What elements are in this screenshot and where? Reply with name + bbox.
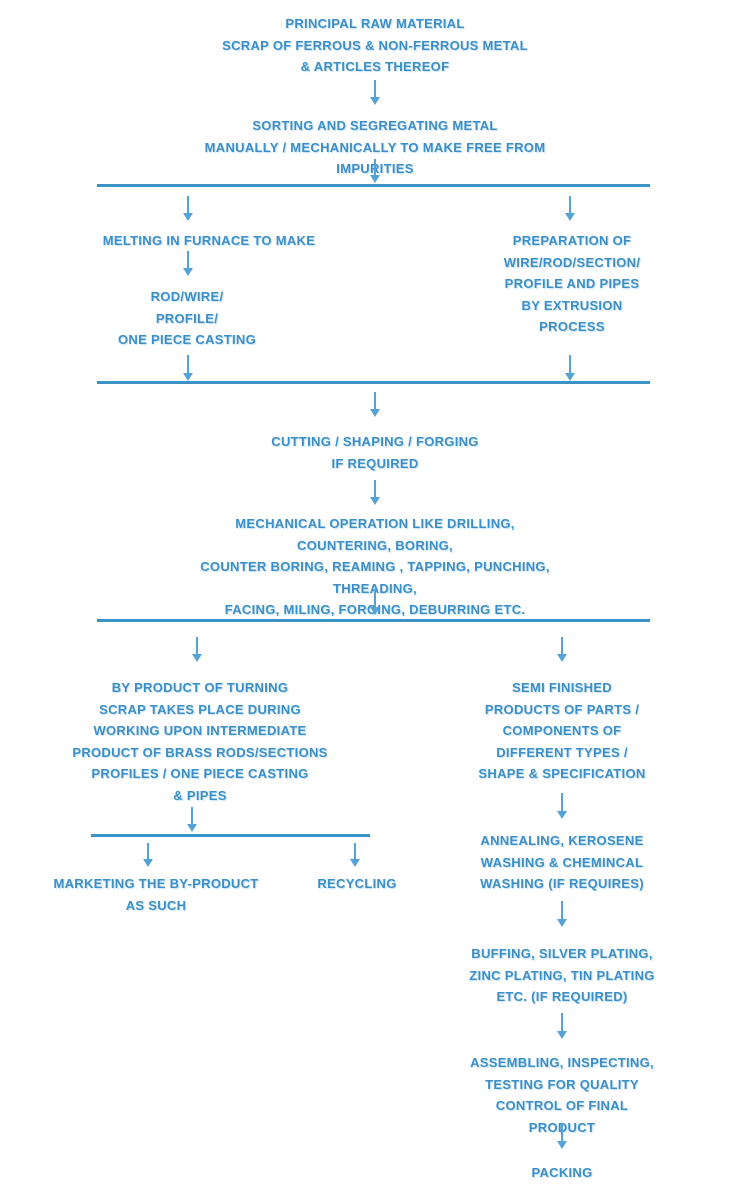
arrow-down-icon: [556, 1013, 568, 1039]
arrow-down-icon: [369, 159, 381, 183]
branch-connector-line: [97, 184, 650, 187]
arrow-down-icon: [186, 807, 198, 832]
arrow-down-icon: [556, 793, 568, 819]
arrow-down-icon: [191, 637, 203, 662]
arrow-down-icon: [182, 355, 194, 381]
arrow-down-icon: [369, 480, 381, 505]
arrow-down-icon: [369, 80, 381, 105]
node-byproduct-turning-scrap: BY PRODUCT OF TURNING SCRAP TAKES PLACE …: [72, 680, 328, 803]
arrow-down-icon: [182, 251, 194, 276]
arrow-down-icon: [369, 589, 381, 615]
node-sorting-segregating: SORTING AND SEGREGATING METAL MANUALLY /…: [204, 118, 546, 176]
node-recycling: RECYCLING: [317, 876, 397, 891]
branch-connector-line: [91, 834, 370, 837]
node-melting-furnace: MELTING IN FURNACE TO MAKE: [102, 233, 316, 248]
arrow-down-icon: [564, 355, 576, 381]
node-preparation-extrusion: PREPARATION OF WIRE/ROD/SECTION/ PROFILE…: [503, 233, 641, 334]
arrow-down-icon: [556, 637, 568, 662]
branch-connector-line: [97, 619, 650, 622]
node-annealing-washing: ANNEALING, KEROSENE WASHING & CHEMINCAL …: [480, 833, 644, 891]
node-marketing-byproduct: MARKETING THE BY-PRODUCT AS SUCH: [53, 876, 259, 913]
arrow-down-icon: [556, 1123, 568, 1149]
node-packing: PACKING: [531, 1165, 593, 1180]
node-semi-finished-products: SEMI FINISHED PRODUCTS OF PARTS / COMPON…: [478, 680, 646, 781]
node-principal-raw-material: PRINCIPAL RAW MATERIAL SCRAP OF FERROUS …: [222, 16, 528, 74]
node-rod-wire-profile: ROD/WIRE/ PROFILE/ ONE PIECE CASTING: [117, 289, 257, 347]
arrow-down-icon: [182, 196, 194, 221]
node-assembling-inspecting: ASSEMBLING, INSPECTING, TESTING FOR QUAL…: [470, 1055, 654, 1135]
node-buffing-plating: BUFFING, SILVER PLATING, ZINC PLATING, T…: [469, 946, 655, 1004]
branch-connector-line: [97, 381, 650, 384]
arrow-down-icon: [556, 901, 568, 927]
arrow-down-icon: [369, 392, 381, 417]
arrow-down-icon: [564, 196, 576, 221]
node-cutting-shaping-forging: CUTTING / SHAPING / FORGING IF REQUIRED: [271, 434, 479, 471]
node-mechanical-operations: MECHANICAL OPERATION LIKE DRILLING, COUN…: [200, 516, 550, 617]
arrow-down-icon: [349, 843, 361, 867]
arrow-down-icon: [142, 843, 154, 867]
